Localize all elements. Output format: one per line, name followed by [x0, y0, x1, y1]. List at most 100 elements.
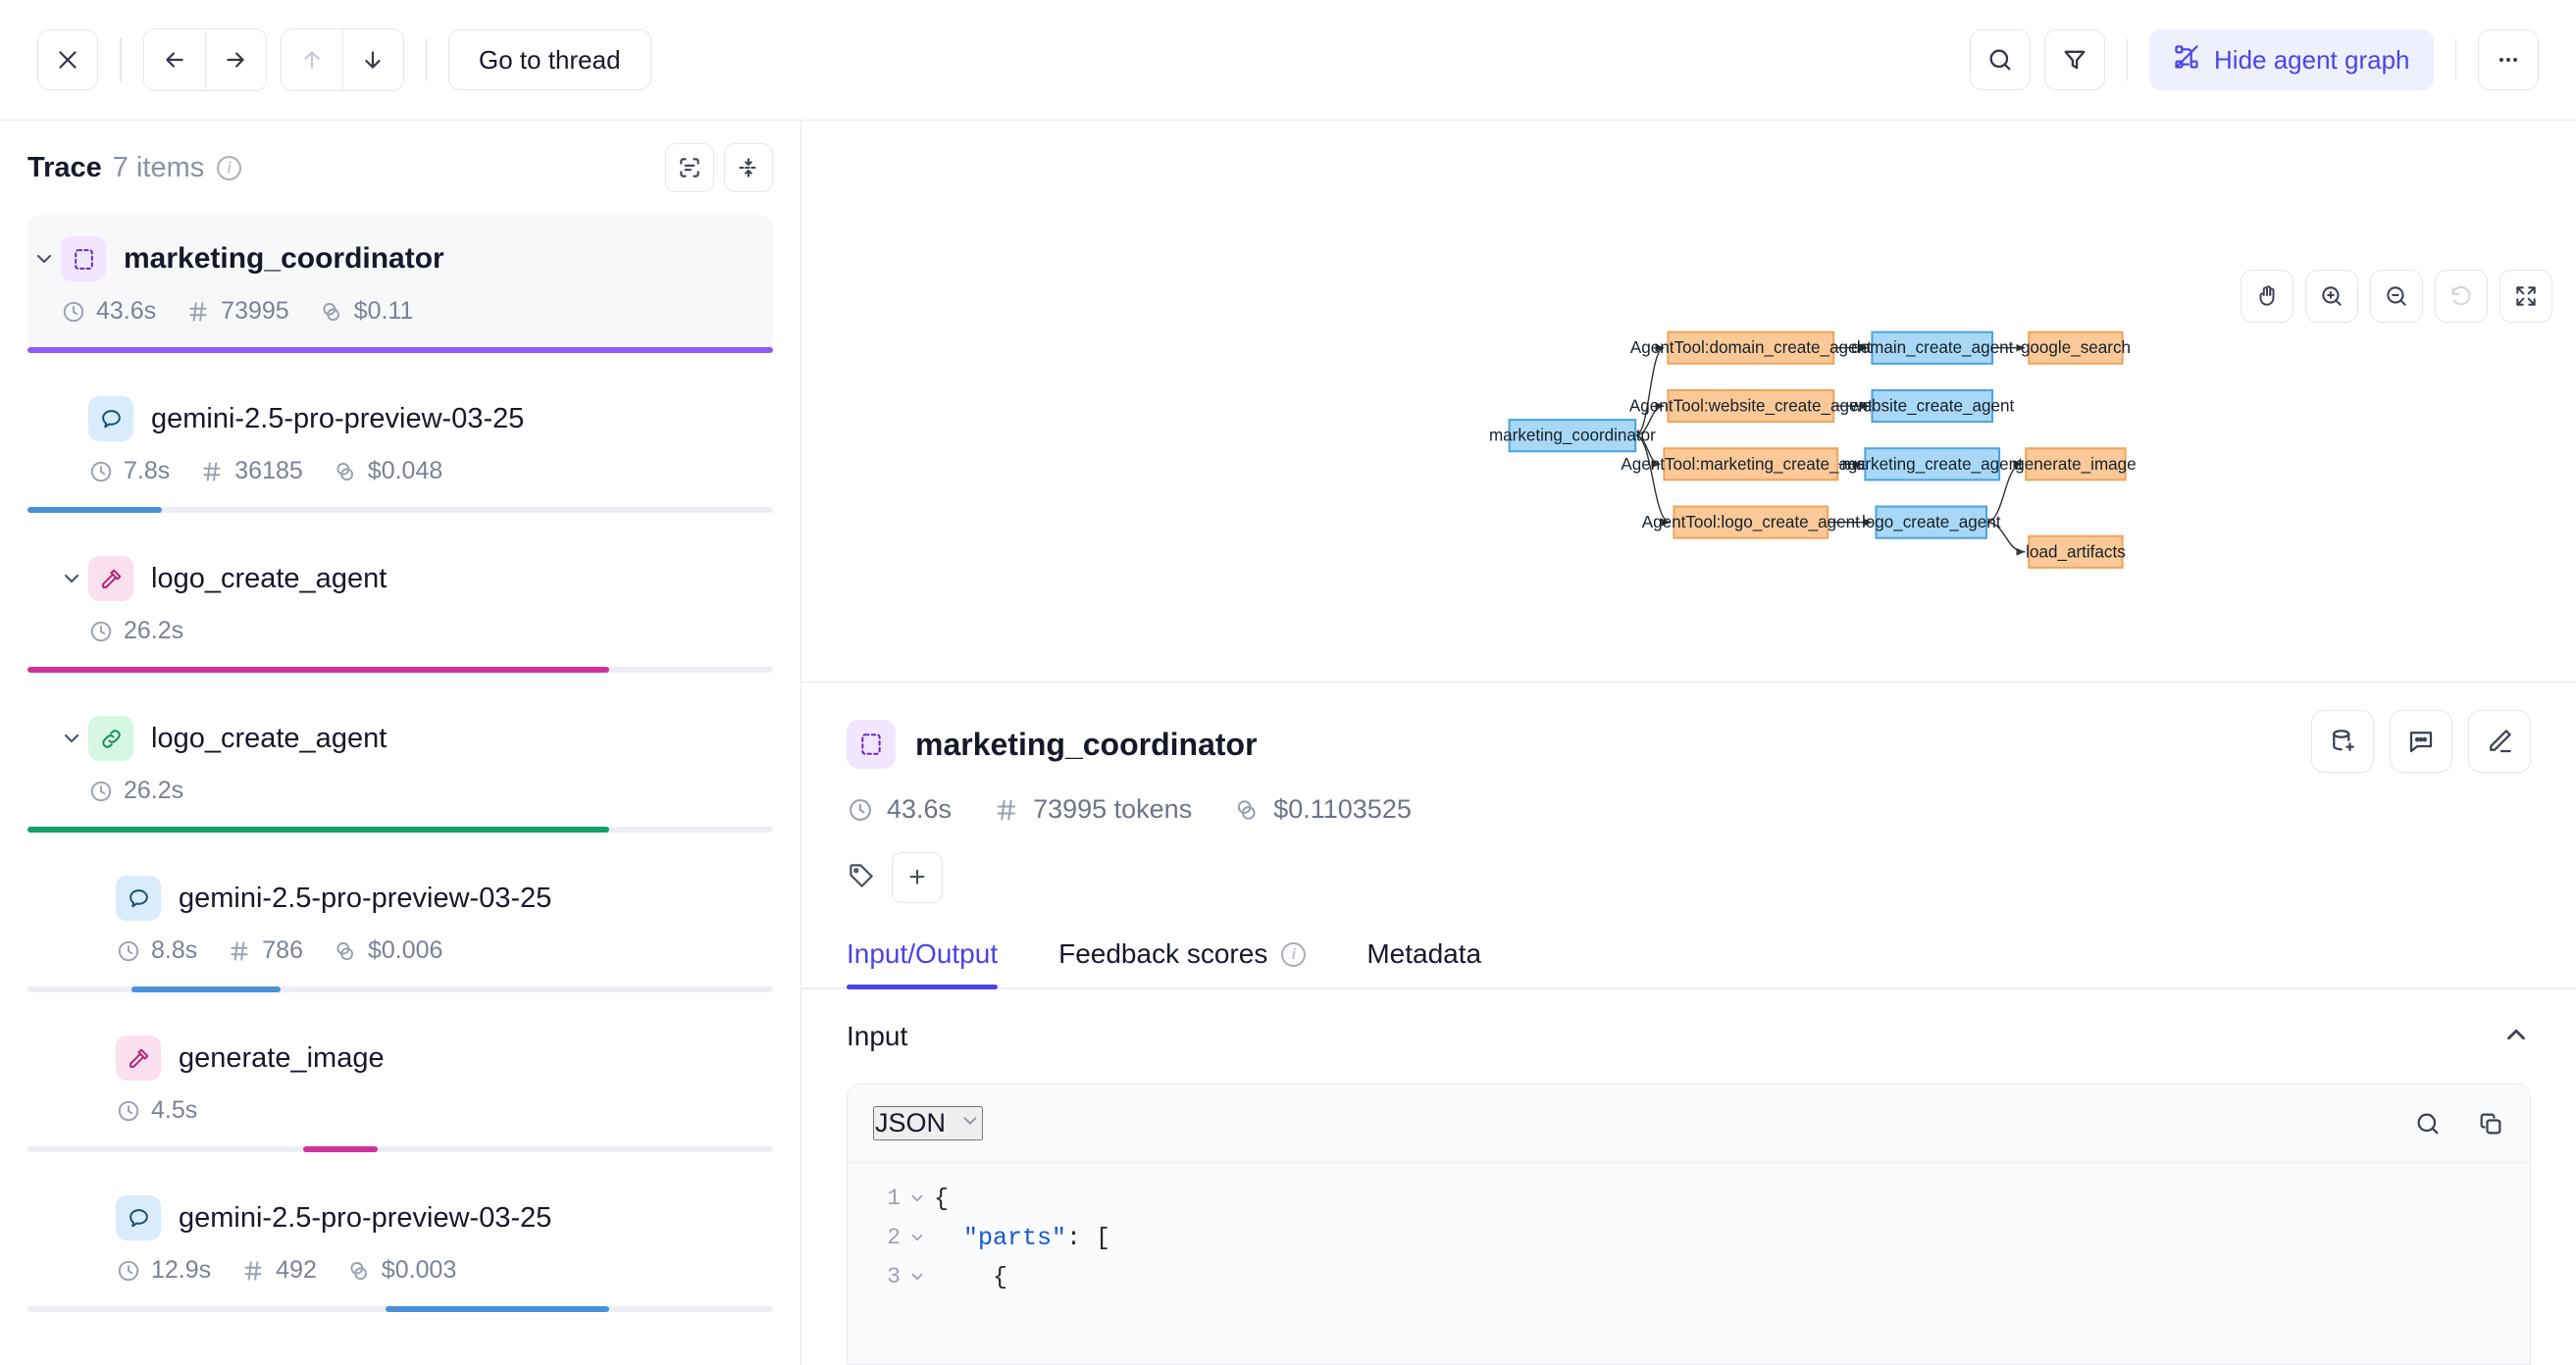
- pan-icon[interactable]: [2241, 270, 2293, 323]
- graph-node-label: marketing_create_agent: [1842, 455, 2023, 474]
- duration-metric: 12.9s: [116, 1256, 211, 1285]
- code-line: 3 {: [848, 1257, 2530, 1296]
- trace-item-name: gemini-2.5-pro-preview-03-25: [179, 882, 552, 914]
- up-button[interactable]: [281, 29, 342, 90]
- nav-up-down-group: [280, 28, 404, 91]
- info-icon[interactable]: i: [1281, 941, 1307, 967]
- graph-node[interactable]: google_search: [2021, 330, 2131, 365]
- input-section-header[interactable]: Input: [847, 989, 2531, 1084]
- edit-icon[interactable]: [2468, 710, 2531, 773]
- graph-node[interactable]: marketing_coordinator: [1489, 419, 1656, 453]
- fold-icon[interactable]: [901, 1229, 934, 1246]
- language-label: JSON: [875, 1108, 947, 1138]
- tab-label: Feedback scores: [1058, 938, 1268, 969]
- selected-row-highlight: [27, 215, 773, 353]
- tokens-metric: 73995 tokens: [993, 794, 1192, 825]
- divider: [2126, 38, 2129, 81]
- tab-metadata[interactable]: Metadata: [1366, 938, 1481, 987]
- forward-button[interactable]: [204, 29, 266, 90]
- graph-node[interactable]: website_create_agent: [1849, 388, 2015, 424]
- back-button[interactable]: [143, 29, 205, 90]
- trace-item-metrics: 26.2s: [55, 777, 773, 805]
- trace-item-name: generate_image: [179, 1041, 385, 1074]
- agent-graph-panel[interactable]: marketing_coordinator AgentTool:domain_cr…: [801, 121, 2576, 682]
- code-text: "parts": [: [963, 1223, 1111, 1252]
- trace-item-metrics: 4.5s: [82, 1096, 773, 1125]
- tool-icon: [88, 556, 133, 601]
- graph-node-label: AgentTool:marketing_create_agent: [1621, 455, 1880, 474]
- graph-node[interactable]: marketing_create_agent: [1842, 447, 2023, 481]
- expand-toggle-icon[interactable]: [27, 247, 61, 271]
- add-to-dataset-icon[interactable]: [2311, 710, 2374, 773]
- graph-node[interactable]: AgentTool:marketing_create_agent: [1621, 447, 1881, 481]
- tag-icon: [847, 861, 876, 895]
- right-pane: marketing_coordinator AgentTool:domain_cr…: [801, 121, 2576, 1365]
- graph-edge: [1634, 343, 1665, 436]
- tab-feedback-scores[interactable]: Feedback scores i: [1058, 938, 1307, 987]
- graph-node[interactable]: AgentTool:domain_create_agent: [1630, 330, 1872, 365]
- duration-metric: 26.2s: [88, 617, 183, 645]
- trace-list-item[interactable]: generate_image 4.5s: [0, 1014, 800, 1152]
- expand-toggle-icon[interactable]: [55, 727, 88, 750]
- go-to-thread-button[interactable]: Go to thread: [448, 29, 651, 90]
- json-toolbar: JSON: [848, 1085, 2530, 1163]
- graph-node[interactable]: domain_create_agent: [1851, 330, 2014, 365]
- top-toolbar: Go to thread Hide agent graph: [0, 0, 2576, 121]
- divider: [2454, 38, 2456, 81]
- chevron-up-icon[interactable]: [2501, 1020, 2531, 1054]
- duration-metric: 8.8s: [116, 936, 197, 965]
- detail-tabs[interactable]: Input/Output Feedback scores i Metadata: [801, 938, 2576, 989]
- add-tag-button[interactable]: +: [892, 852, 943, 903]
- info-icon[interactable]: i: [217, 155, 242, 180]
- expand-toggle-icon[interactable]: [55, 567, 88, 590]
- duration-metric: 43.6s: [847, 794, 952, 825]
- nav-prev-next-group: [142, 28, 267, 91]
- close-button[interactable]: [37, 29, 98, 90]
- filter-button[interactable]: [2043, 29, 2105, 90]
- fullscreen-icon[interactable]: [2499, 270, 2552, 323]
- duration-bar-fill: [303, 1146, 379, 1152]
- copy-icon[interactable]: [2477, 1110, 2504, 1138]
- divider: [120, 38, 122, 81]
- graph-node[interactable]: AgentTool:website_create_agent: [1629, 388, 1873, 424]
- expand-text-button[interactable]: [665, 143, 714, 192]
- duration-value: 4.5s: [151, 1096, 198, 1124]
- fold-icon[interactable]: [901, 1268, 934, 1286]
- zoom-in-icon[interactable]: [2305, 270, 2358, 323]
- search-button[interactable]: [1969, 29, 2031, 90]
- duration-bar-track: [27, 667, 773, 673]
- comment-icon[interactable]: [2390, 710, 2452, 773]
- down-button[interactable]: [341, 29, 403, 90]
- cost-value: $0.1103525: [1273, 794, 1412, 824]
- json-code-body[interactable]: 1{2 "parts": [3 {: [848, 1163, 2530, 1364]
- collapse-all-button[interactable]: [724, 143, 773, 192]
- graph-node[interactable]: load_artifacts: [2026, 534, 2126, 569]
- hide-agent-graph-button[interactable]: Hide agent graph: [2149, 29, 2434, 90]
- more-options-button[interactable]: [2478, 29, 2539, 90]
- span-metrics: 43.6s 73995 tokens $0.1103525: [847, 794, 2531, 825]
- graph-node[interactable]: AgentTool:logo_create_agent: [1642, 505, 1860, 539]
- reset-icon[interactable]: [2435, 270, 2488, 323]
- language-select[interactable]: JSON: [873, 1106, 984, 1140]
- fold-icon[interactable]: [901, 1189, 934, 1207]
- trace-item-name: gemini-2.5-pro-preview-03-25: [151, 402, 525, 434]
- tab-label: Metadata: [1366, 938, 1482, 969]
- line-number: 3: [887, 1264, 901, 1289]
- llm-icon: [88, 396, 133, 441]
- json-search-icon[interactable]: [2414, 1110, 2442, 1138]
- graph-node[interactable]: generate_image: [2015, 447, 2137, 481]
- tab-input-output[interactable]: Input/Output: [847, 938, 999, 989]
- zoom-out-icon[interactable]: [2370, 270, 2423, 323]
- tool-icon: [116, 1036, 161, 1081]
- graph-node[interactable]: logo_create_agent: [1862, 505, 2001, 539]
